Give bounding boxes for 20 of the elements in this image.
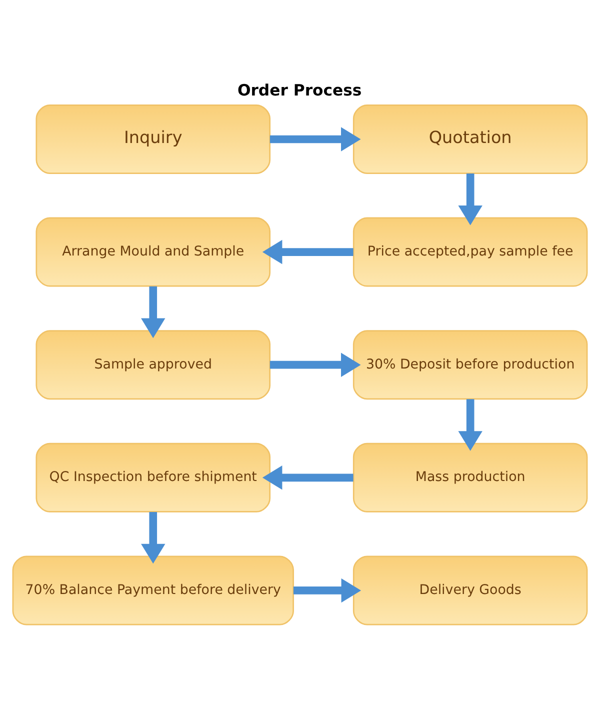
arrow [262,465,354,490]
arrow [270,126,361,151]
arrow [458,173,482,225]
arrow [293,578,362,602]
node-box: Arrange Mould and Sample [36,216,271,286]
node-box: Sample approved [36,330,271,400]
node-box: Mass production [352,442,588,512]
diagram-title: Order Process [237,80,362,99]
node-box: Price accepted,pay sample fee [352,216,588,286]
node-box: Quotation [352,104,588,174]
arrow [141,511,166,564]
node-box: Delivery Goods [352,555,588,625]
arrow [141,286,166,338]
arrow [262,239,354,264]
node-box: 30% Deposit before production [352,330,588,400]
node-box: QC Inspection before shipment [36,442,271,512]
arrow [270,352,361,376]
node-box: Inquiry [36,104,271,174]
arrow [458,398,482,450]
node-box: 70% Balance Payment before delivery [12,555,294,625]
